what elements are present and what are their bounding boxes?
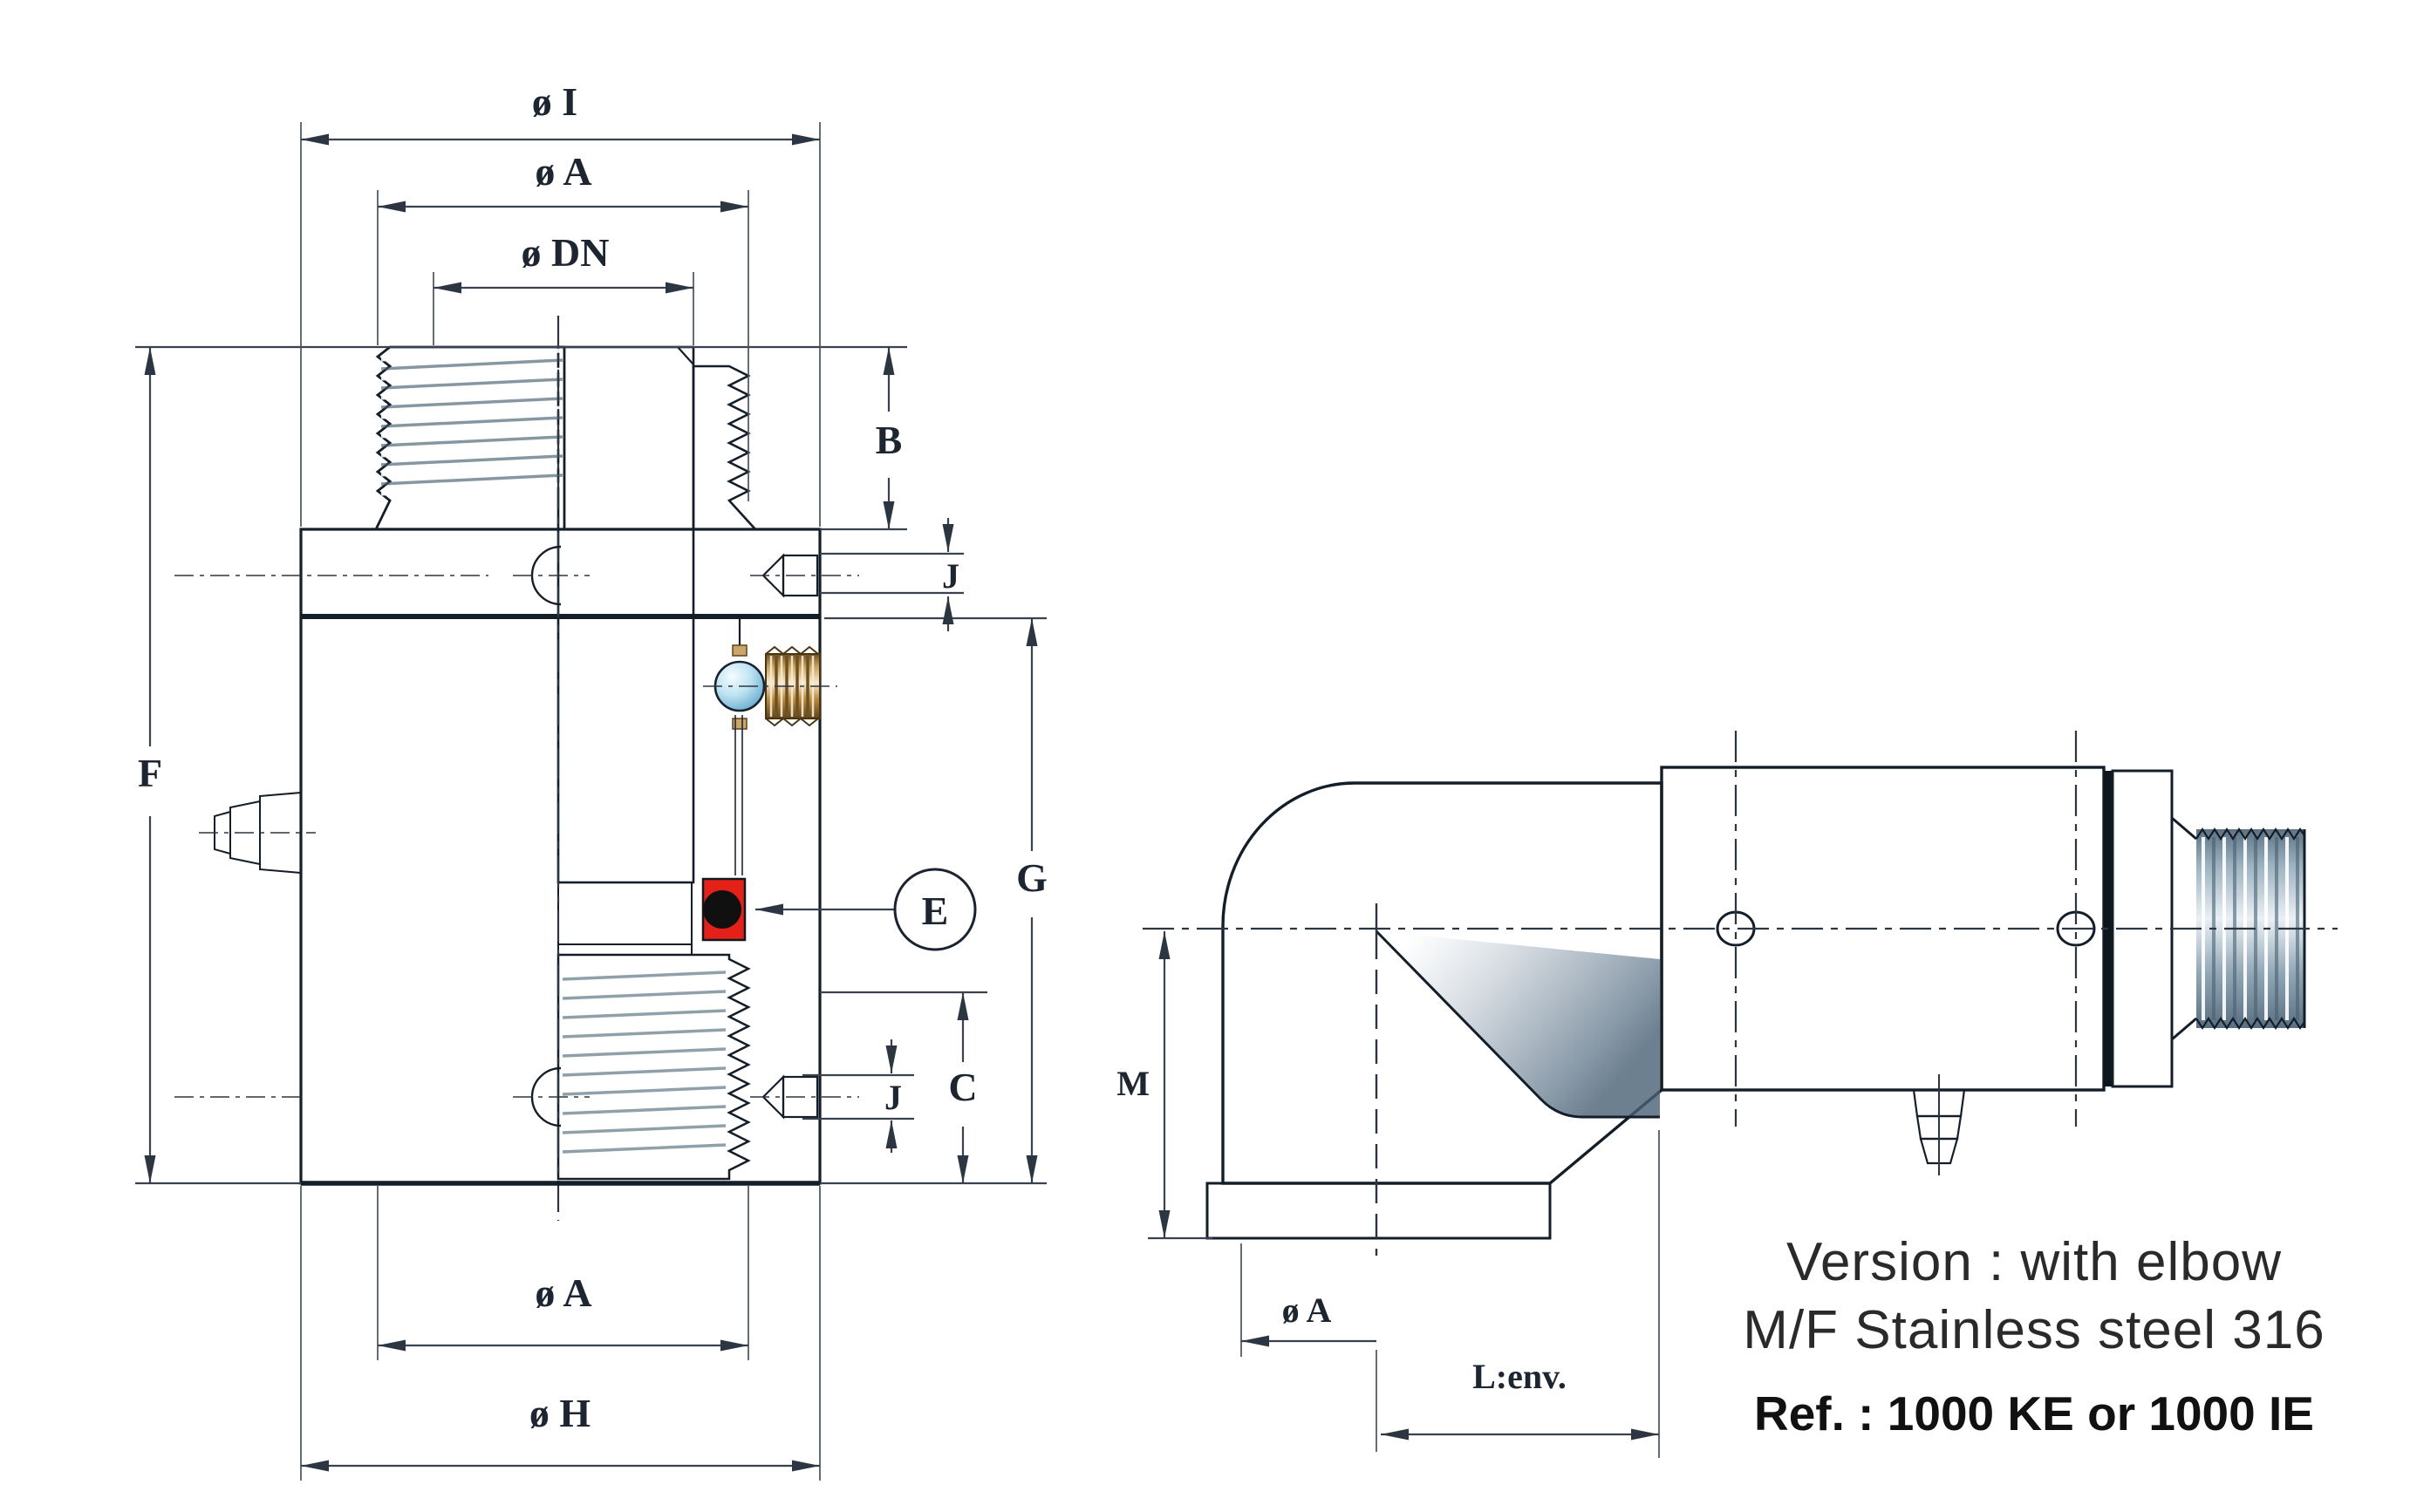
thread-crest-bottom [2195, 1016, 2305, 1031]
caption: Version : with elbow M/F Stainless steel… [1743, 1232, 2325, 1440]
thread-taper-bottom [2171, 1017, 2197, 1041]
dim-b: B [876, 347, 903, 529]
right-view: M ø A L:env. [1116, 731, 2338, 1458]
dim-l-env: L:env. [1381, 1130, 1660, 1458]
dim-dia-a-top: ø A [377, 149, 749, 501]
dim-dia-dn: ø DN [433, 230, 694, 345]
pin-body [782, 1075, 819, 1119]
label-m: M [1116, 1064, 1150, 1103]
label-dia-a-top: ø A [535, 149, 591, 194]
label-dia-i: ø I [532, 79, 577, 124]
ball-keeper-top [732, 644, 748, 657]
bearing-detail [701, 618, 837, 942]
thread-taper-top [2171, 816, 2197, 841]
label-l-env: L:env. [1472, 1357, 1567, 1396]
ball-keeper-bottom [732, 718, 748, 730]
elbow-inner-shading [1376, 931, 1660, 1117]
elbow-inner-edge [1375, 930, 1660, 1119]
dim-f: F [138, 347, 162, 1183]
internal-thread-wall [692, 364, 758, 531]
dowel-pin-lower [750, 1074, 859, 1120]
elbow-flange [1205, 1182, 1552, 1240]
label-e: E [922, 889, 949, 933]
bottom-thread-shadows [562, 971, 727, 1154]
label-dia-a-bottom: ø A [535, 1270, 591, 1315]
grease-nipple-left [199, 791, 316, 875]
nipple-base [259, 791, 302, 875]
pin-body [782, 554, 819, 597]
label-f: F [138, 751, 162, 795]
label-g: G [1016, 855, 1048, 900]
crosshair-right [2056, 731, 2096, 1127]
top-thread-highlights [380, 348, 563, 496]
bottom-thread-highlights [562, 960, 727, 1164]
dowel-pin-upper [750, 553, 859, 598]
bottom-internal-thread [556, 953, 751, 1181]
label-dia-a-right: ø A [1282, 1291, 1332, 1330]
seal-oring [703, 890, 741, 929]
elbow-body [1221, 781, 1663, 1185]
grease-nipple-bottom [1912, 1074, 1966, 1175]
dim-dia-i: ø I [300, 79, 821, 527]
label-j-upper: J [942, 556, 959, 596]
dim-dia-h: ø H [300, 1186, 821, 1481]
spring-edge-zigzag [765, 645, 819, 727]
top-thread-shadows [380, 358, 563, 486]
label-b: B [876, 418, 903, 462]
thread-crest-top [2195, 827, 2305, 841]
dim-g: G [1016, 618, 1048, 1183]
label-c: C [948, 1065, 977, 1109]
label-dia-h: ø H [529, 1391, 591, 1435]
label-j-lower: J [884, 1078, 902, 1117]
caption-version: Version : with elbow [1786, 1232, 2282, 1292]
dim-dia-a-right: ø A [1240, 1243, 1376, 1357]
callout-e: E [755, 868, 977, 951]
caption-material: M/F Stainless steel 316 [1743, 1300, 2325, 1360]
sleeve-chamfer [677, 346, 694, 365]
dim-dia-a-bottom: ø A [377, 1186, 749, 1360]
dim-c: C [948, 992, 978, 1183]
left-view: ø I ø A ø DN B J G [135, 79, 1048, 1481]
dim-m: M [1116, 931, 1212, 1240]
label-dia-dn: ø DN [522, 230, 610, 275]
nipple-tip [1919, 1137, 1959, 1165]
dim-j-upper: J [942, 518, 959, 631]
dim-j-lower: J [884, 1039, 902, 1153]
caption-reference: Ref. : 1000 KE or 1000 IE [1754, 1386, 2314, 1440]
